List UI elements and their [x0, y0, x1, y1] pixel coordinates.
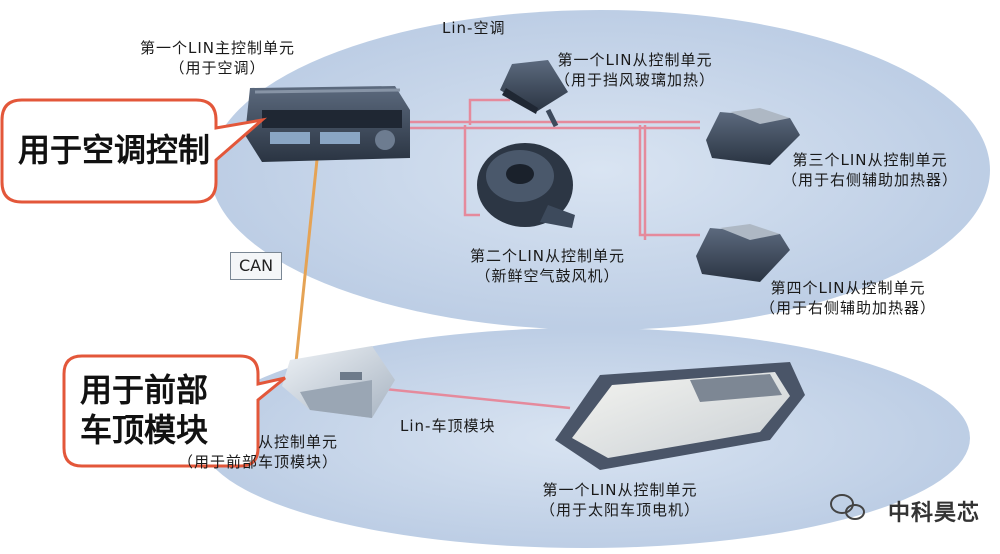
- slave4-label-line1: 第四个LIN从控制单元: [770, 279, 926, 297]
- heater-unit-4: [696, 224, 790, 282]
- wechat-icon: [830, 494, 865, 520]
- sunroof-label-line2: （用于太阳车顶电机）: [540, 501, 701, 519]
- can-label: CAN: [230, 252, 282, 280]
- sunroof-label-line1: 第一个LIN从控制单元: [542, 481, 698, 499]
- lin-ac-label: Lin-空调: [442, 19, 506, 37]
- ac-callout-text: 用于空调控制: [18, 131, 211, 169]
- roof-callout-line1: 用于前部: [80, 371, 209, 409]
- heater-unit-3: [706, 108, 800, 165]
- brand-name: 中科昊芯: [887, 501, 980, 526]
- ac-master-unit: [245, 86, 410, 162]
- sunroof-unit: [555, 362, 805, 470]
- roof-master-label-line1: 从控制单元: [258, 433, 339, 451]
- slave2-label-line2: （新鲜空气鼓风机）: [475, 267, 620, 285]
- slave2-label: 第二个LIN从控制单元 （新鲜空气鼓风机）: [470, 246, 625, 286]
- master-unit-label-line2: （用于空调）: [169, 59, 266, 77]
- lin-roof-wire: [374, 386, 571, 410]
- slave3-label-line1: 第三个LIN从控制单元: [792, 151, 948, 169]
- roof-callout-bubble: [62, 354, 286, 468]
- master-unit-label-line1: 第一个LIN主控制单元: [140, 39, 296, 57]
- slave4-label-line2: （用于右侧辅助加热器）: [760, 299, 937, 317]
- slave1-label-line1: 第一个LIN从控制单元: [557, 51, 713, 69]
- roof-master-label-line2: （用于前部车顶模块）: [178, 453, 339, 471]
- slave4-label: 第四个LIN从控制单元 （用于右侧辅助加热器）: [760, 278, 936, 318]
- slave3-label-line2: （用于右侧辅助加热器）: [782, 171, 959, 189]
- slave3-label: 第三个LIN从控制单元 （用于右侧辅助加热器）: [782, 150, 958, 190]
- sunroof-label: 第一个LIN从控制单元 （用于太阳车顶电机）: [540, 480, 700, 520]
- ac-callout-bubble: [0, 98, 268, 204]
- roof-callout-line2: 车顶模块: [80, 411, 209, 449]
- lin-roof-label: Lin-车顶模块: [400, 417, 496, 435]
- roof-module-unit: [282, 346, 395, 418]
- blower-unit: [477, 143, 575, 228]
- slave1-label-line2: （用于挡风玻璃加热）: [555, 71, 716, 89]
- can-wire: [293, 149, 320, 373]
- lin-ac-wires: [405, 98, 700, 240]
- master-unit-label: 第一个LIN主控制单元 （用于空调）: [140, 38, 295, 78]
- slave2-label-line1: 第二个LIN从控制单元: [470, 247, 626, 265]
- windshield-heater-unit: [500, 60, 568, 128]
- roof-callout-text: 用于前部 车顶模块: [80, 370, 208, 450]
- lin-ac-ellipse: [210, 10, 990, 330]
- roof-master-label: 从控制单元 （用于前部车顶模块）: [178, 432, 338, 472]
- slave1-label: 第一个LIN从控制单元 （用于挡风玻璃加热）: [555, 50, 715, 90]
